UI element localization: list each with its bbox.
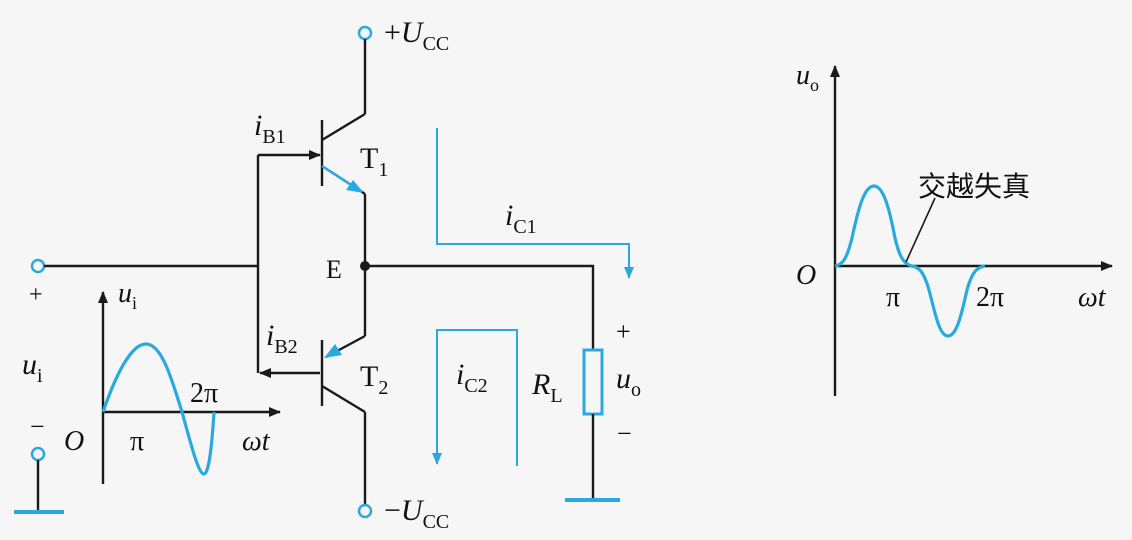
output-plus: + [616,317,631,346]
input-minus: − [30,412,45,441]
output-y-label: uo [796,60,819,95]
input-x-label: ωt [242,426,271,457]
input-y-label: ui [118,278,137,313]
input-ui-label: ui [22,348,43,387]
t2-label: T2 [360,360,388,399]
ib2-label: iB2 [266,319,298,358]
load-resistor [582,348,604,416]
output-x-label: ωt [1078,282,1107,313]
input-pi-label: π [130,426,144,457]
output-waveform-graph: uo O π 2π ωt 交越失真 [796,60,1113,396]
input-sine-curve [101,342,216,476]
ic1-current-path [436,128,634,279]
ib1-label: iB1 [254,109,286,148]
ic2-label: iC2 [456,358,488,397]
output-distorted-curve [834,184,986,338]
ic2-current-path [432,329,518,466]
vcc-neg-label: −UCC [384,494,449,533]
output-wire [365,264,595,350]
vcc-pos-label: +UCC [384,16,449,55]
input-origin-label: O [64,426,84,457]
crossover-annotation-label: 交越失真 [918,170,1030,203]
vcc-neg-terminal [357,503,373,519]
output-minus: − [617,419,632,448]
uo-label: uo [616,362,641,401]
node-e-label: E [326,255,342,284]
crossover-annotation-leader [905,197,936,263]
t1-label: T1 [360,142,388,181]
transistor-t1 [320,112,366,195]
output-origin-label: O [796,260,816,291]
input-2pi-label: 2π [190,378,218,409]
transistor-t2 [320,334,366,414]
output-pi-label: π [886,282,900,313]
input-terminal-bottom [30,446,46,462]
vcc-pos-terminal [357,25,373,41]
circuit: +UCC T1 E T2 [14,16,641,533]
input-terminal-top [30,258,46,274]
input-waveform-graph: ui O π 2π ωt [64,278,281,484]
output-2pi-label: 2π [976,282,1004,313]
rl-label: RL [531,368,563,407]
input-plus: + [29,282,43,308]
ic1-label: iC1 [505,199,537,238]
